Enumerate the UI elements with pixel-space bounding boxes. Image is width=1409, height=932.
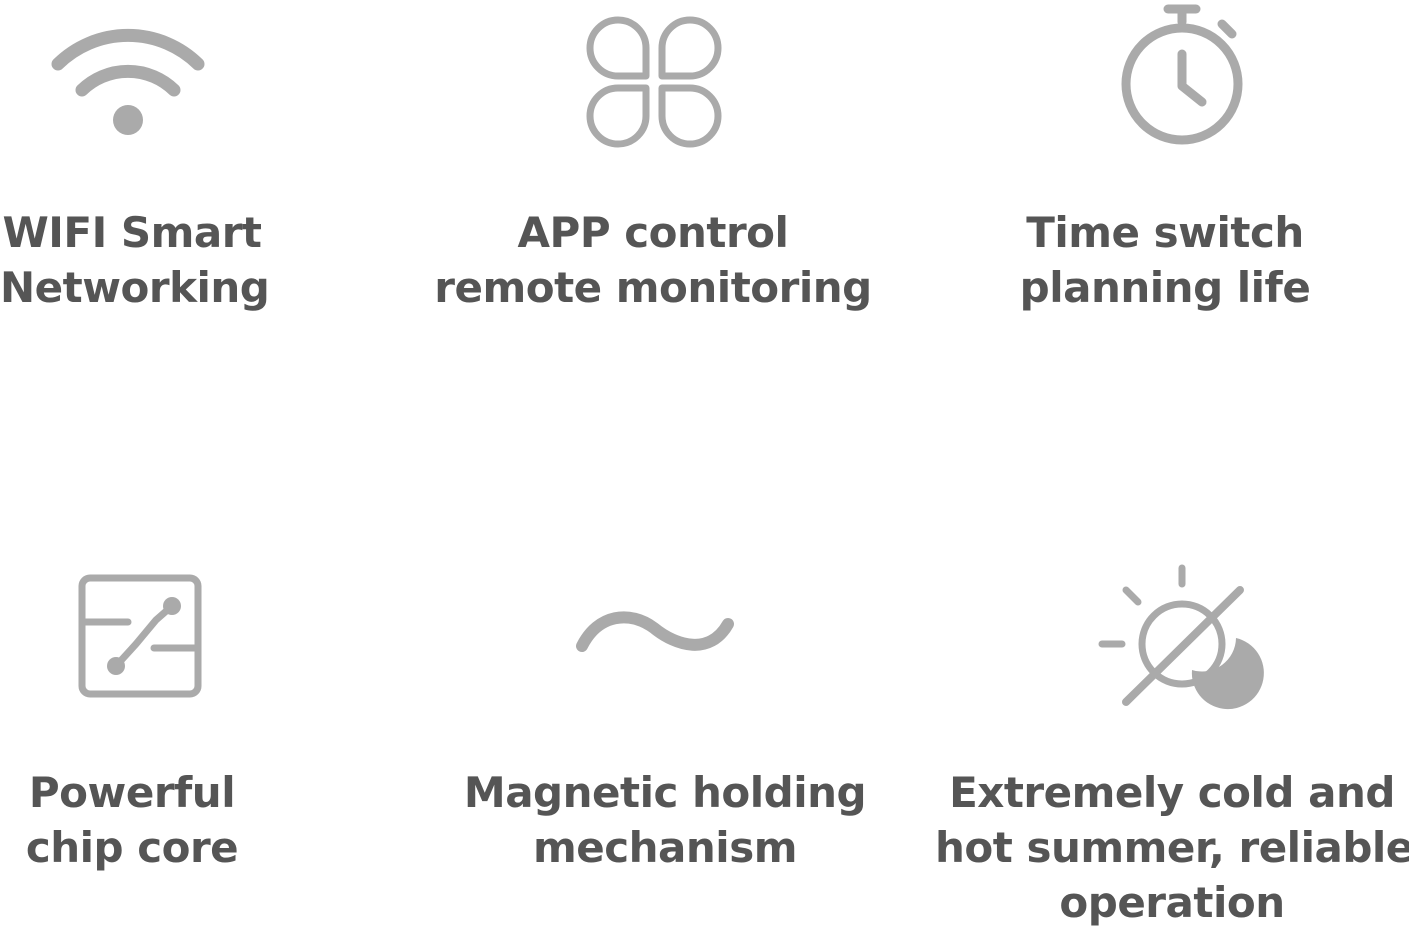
label-line: planning life [1019,263,1311,312]
label-line: mechanism [533,823,797,872]
label-line: APP control [517,208,789,257]
label-line: remote monitoring [434,263,872,312]
label-line: chip core [25,823,239,872]
wave-icon [572,600,738,670]
label-line: WIFI Smart [2,208,262,257]
sun-moon-crossed-icon [1096,562,1264,712]
label-line: Magnetic holding [463,768,867,817]
feature-label: Extremely cold and hot summer, reliable … [935,765,1409,930]
label-line: hot summer, reliable [935,823,1409,872]
label-line: Powerful [28,768,236,817]
label-line: operation [1059,878,1285,927]
label-line: Networking [0,263,270,312]
label-line: Time switch [1026,208,1304,257]
stopwatch-icon [1112,2,1252,152]
feature-label: Powerful chip core [0,765,264,875]
label-line: Extremely cold and [949,768,1395,817]
feature-label: Time switch planning life [1010,205,1320,315]
feature-label: Magnetic holding mechanism [450,765,880,875]
app-grid-icon [584,14,724,150]
feature-label: APP control remote monitoring [430,205,876,315]
chip-icon [76,572,206,700]
wifi-icon [50,22,206,138]
feature-label: WIFI Smart Networking [0,205,270,315]
